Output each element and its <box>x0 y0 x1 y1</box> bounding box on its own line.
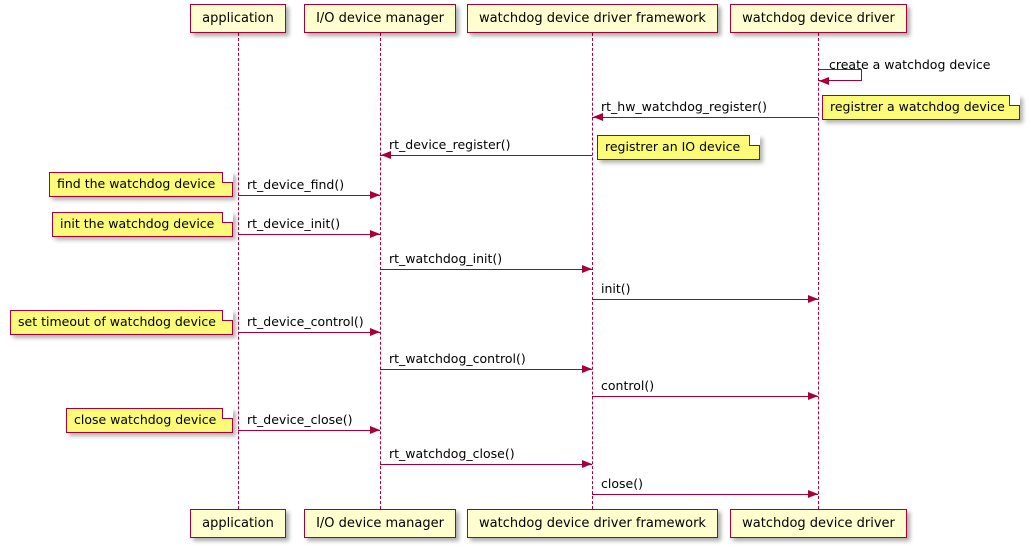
lifeline-watchdog-framework <box>592 33 593 509</box>
participant-header-watchdog-driver[interactable]: watchdog device driver <box>730 4 907 33</box>
message-line-rt-hw-watchdog-register[interactable] <box>592 117 818 118</box>
participant-label: application <box>202 516 274 531</box>
lifeline-watchdog-driver <box>818 33 819 509</box>
message-line-rt-device-close[interactable] <box>238 430 380 431</box>
message-line-rt-device-init[interactable] <box>238 234 380 235</box>
arrow-head-icon <box>582 265 592 273</box>
participant-label: watchdog device driver <box>742 11 895 26</box>
note-label: registrer a watchdog device <box>830 99 1005 115</box>
participant-header-io-device-manager[interactable]: I/O device manager <box>304 4 456 33</box>
participant-header-application[interactable]: application <box>190 4 286 33</box>
note-label: find the watchdog device <box>57 176 216 192</box>
participant-label: I/O device manager <box>316 11 444 26</box>
message-line-rt-watchdog-init[interactable] <box>380 269 592 270</box>
arrow-head-icon <box>582 460 592 468</box>
message-label-rt-device-find: rt_device_find() <box>247 177 345 192</box>
participant-label: application <box>202 11 274 26</box>
arrow-head-icon <box>370 426 380 434</box>
message-label-control: control() <box>601 378 655 393</box>
participant-footer-watchdog-framework[interactable]: watchdog device driver framework <box>467 509 718 538</box>
message-line-rt-watchdog-close[interactable] <box>380 464 592 465</box>
note-label: init the watchdog device <box>60 216 215 232</box>
participant-label: watchdog device driver <box>742 516 895 531</box>
participant-footer-application[interactable]: application <box>190 509 286 538</box>
message-label-create-a-watchdog-device: create a watchdog device <box>829 57 991 72</box>
arrow-head-icon <box>370 191 380 199</box>
arrow-head-icon <box>593 113 603 121</box>
message-line-control[interactable] <box>592 396 818 397</box>
arrow-head-icon <box>370 230 380 238</box>
note-init-the-watchdog-device[interactable]: init the watchdog device <box>52 212 233 237</box>
note-close-watchdog-device[interactable]: close watchdog device <box>66 408 233 433</box>
participant-label: watchdog device driver framework <box>479 516 706 531</box>
arrow-head-icon <box>808 295 818 303</box>
message-label-rt-device-control: rt_device_control() <box>247 314 364 329</box>
message-line-rt-device-find[interactable] <box>238 195 380 196</box>
arrow-head-icon <box>381 151 391 159</box>
arrow-head-icon <box>819 76 829 85</box>
participant-label: I/O device manager <box>316 516 444 531</box>
self-message-create-a-watchdog-device[interactable] <box>818 69 862 81</box>
note-label: set timeout of watchdog device <box>18 314 216 330</box>
note-registrer-an-io-device[interactable]: registrer an IO device <box>597 135 760 160</box>
arrow-head-icon <box>808 490 818 498</box>
message-line-rt-watchdog-control[interactable] <box>380 369 592 370</box>
message-label-rt-watchdog-init: rt_watchdog_init() <box>389 251 503 266</box>
message-label-rt-device-register: rt_device_register() <box>389 137 511 152</box>
message-line-rt-device-control[interactable] <box>238 332 380 333</box>
message-label-init: init() <box>601 281 631 296</box>
message-label-rt-hw-watchdog-register: rt_hw_watchdog_register() <box>601 99 767 114</box>
note-set-timeout-of-watchdog-device[interactable]: set timeout of watchdog device <box>10 310 233 335</box>
message-label-rt-watchdog-close: rt_watchdog_close() <box>389 446 515 461</box>
note-registrer-a-watchdog-device[interactable]: registrer a watchdog device <box>822 95 1020 120</box>
arrow-head-icon <box>808 392 818 400</box>
message-label-rt-device-init: rt_device_init() <box>247 216 341 231</box>
message-label-rt-watchdog-control: rt_watchdog_control() <box>389 351 526 366</box>
message-line-rt-device-register[interactable] <box>380 155 592 156</box>
participant-footer-io-device-manager[interactable]: I/O device manager <box>304 509 456 538</box>
note-label: registrer an IO device <box>605 139 741 155</box>
participant-footer-watchdog-driver[interactable]: watchdog device driver <box>730 509 907 538</box>
message-label-rt-device-close: rt_device_close() <box>247 412 353 427</box>
arrow-head-icon <box>370 328 380 336</box>
lifeline-application <box>238 33 239 509</box>
participant-header-watchdog-framework[interactable]: watchdog device driver framework <box>467 4 718 33</box>
note-find-the-watchdog-device[interactable]: find the watchdog device <box>49 172 233 197</box>
lifeline-io-device-manager <box>380 33 381 509</box>
message-line-init[interactable] <box>592 299 818 300</box>
message-line-close[interactable] <box>592 494 818 495</box>
participant-label: watchdog device driver framework <box>479 11 706 26</box>
message-label-close: close() <box>601 476 643 491</box>
arrow-head-icon <box>582 365 592 373</box>
note-label: close watchdog device <box>74 412 217 428</box>
